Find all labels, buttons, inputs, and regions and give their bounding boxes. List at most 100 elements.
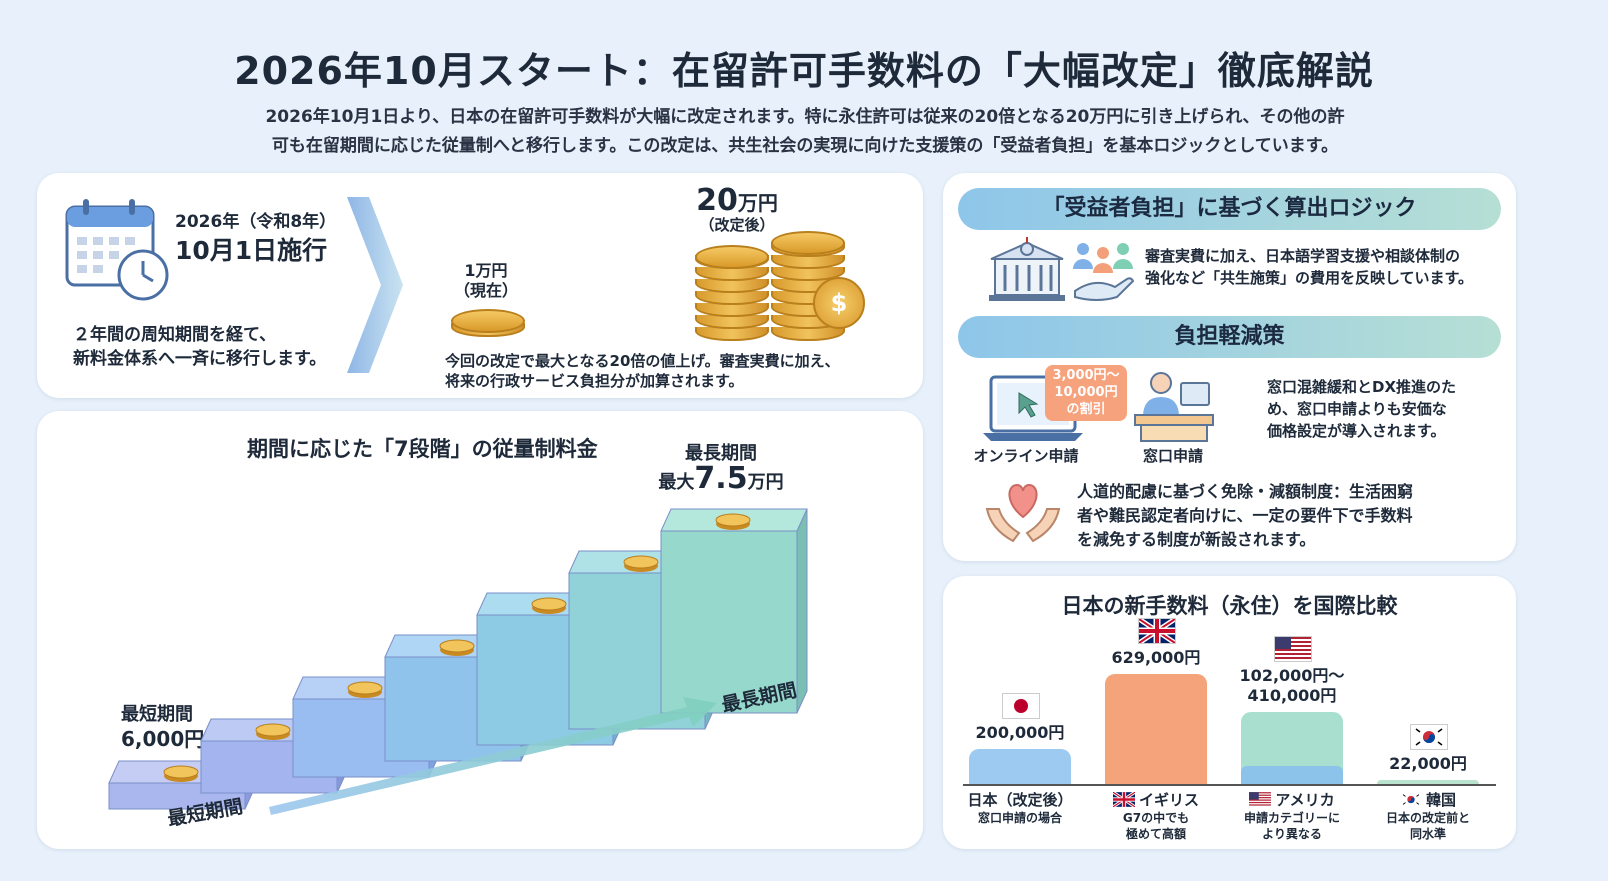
- comparison-value-line-1: 102,000円〜: [1239, 666, 1345, 686]
- schedule-card: 2026年（令和8年） 10月1日施行 ２年間の周知期間を経て、 新料金体系へ一…: [37, 173, 923, 398]
- comparison-value-kr: 22,000円: [1357, 754, 1499, 774]
- online-discount-text-line-1: 窓口混雑緩和とDX推進のた: [1267, 378, 1457, 396]
- new-fee-number: 20: [696, 183, 738, 218]
- comparison-value-uk: 629,000円: [1085, 648, 1227, 668]
- comparison-country-name: 日本（改定後）: [967, 791, 1073, 809]
- comparison-bar-uk: [1105, 674, 1207, 784]
- community-support-icon: [1073, 243, 1135, 301]
- logic-text-line-2: 強化など「共生施策」の費用を反映しています。: [1145, 269, 1474, 287]
- new-fee-label: （改定後）: [699, 216, 775, 234]
- tier-max-prefix: 最大: [658, 472, 695, 493]
- relief-heading: 負担軽減策: [958, 316, 1501, 358]
- uk-flag-icon: [1137, 616, 1177, 646]
- us-flag-icon: [1274, 636, 1312, 663]
- tier-min-label: 最短期間: [121, 704, 193, 725]
- tier-min-value: 6,000円: [121, 727, 205, 751]
- comparison-note-line-1: G7の中でも: [1122, 811, 1190, 825]
- fee-increase-note: 今回の改定で最大となる20倍の値上げ。審査実費に加え、 将来の行政サービス負担分…: [445, 351, 840, 391]
- tier-card: 期間に応じた「7段階」の従量制料金 最長期間 最大7.5万円 最短期間 6,00…: [37, 411, 923, 849]
- online-discount-text-line-2: め、窓口申請よりも安価な: [1267, 400, 1447, 418]
- government-building-icon: [989, 237, 1065, 301]
- tier-arrow: [269, 697, 717, 815]
- online-discount-line-3: の割引: [1066, 402, 1106, 417]
- current-fee: 1万円 （現在）: [441, 261, 531, 301]
- comparison-value-jp: 200,000円: [949, 723, 1091, 743]
- comparison-country-name: 韓国: [1359, 790, 1497, 810]
- comparison-country-name: アメリカ: [1223, 790, 1361, 810]
- new-fee-unit: 万円: [737, 191, 778, 215]
- humanitarian-text-line-2: 者や難民認定者向けに、一定の要件下で手数料: [1077, 506, 1413, 525]
- fee-increase-note-line-1: 今回の改定で最大となる20倍の値上げ。審査実費に加え、: [445, 352, 840, 370]
- online-discount-line-1: 3,000円〜: [1052, 368, 1120, 383]
- current-coin-icon: [451, 309, 525, 343]
- comparison-bar-low-us: [1241, 766, 1343, 784]
- coin-stacks-icon: $: [687, 231, 867, 343]
- comparison-country-name: イギリス: [1087, 790, 1225, 810]
- us-flag-small-icon: [1249, 792, 1272, 807]
- comparison-note-line-2: より異なる: [1262, 827, 1322, 841]
- current-fee-label: （現在）: [453, 281, 518, 300]
- comparison-note-line-1: 申請カテゴリーに: [1243, 811, 1340, 825]
- comparison-value-line-1: 200,000円: [975, 723, 1065, 743]
- humanitarian-text: 人道的配慮に基づく免除・減額制度：生活困窮 者や難民認定者向けに、一定の要件下で…: [1077, 480, 1413, 552]
- comparison-country-jp: 日本（改定後） 窓口申請の場合: [951, 790, 1089, 826]
- online-discount-text: 窓口混雑緩和とDX推進のた め、窓口申請よりも安価な 価格設定が導入されます。: [1267, 376, 1456, 442]
- tier-steps-chart: [108, 508, 808, 815]
- counter-application-label: 窓口申請: [1142, 447, 1203, 465]
- comparison-heading: 日本の新手数料（永住）を国際比較: [1061, 594, 1398, 618]
- tier-min: 最短期間 6,000円: [121, 703, 204, 751]
- page-title: 2026年10月スタート：在留許可手数料の「大幅改定」徹底解説: [234, 49, 1374, 93]
- online-discount-line-2: 10,000円: [1054, 385, 1118, 400]
- korea-flag-small-icon: [1399, 792, 1422, 807]
- comparison-card: 日本の新手数料（永住）を国際比較 200,000円日本（改定後） 窓口申請の場合 6…: [943, 576, 1516, 849]
- logic-text: 審査実費に加え、日本語学習支援や相談体制の 強化など「共生施策」の費用を反映して…: [1145, 245, 1473, 289]
- logic-text-line-1: 審査実費に加え、日本語学習支援や相談体制の: [1145, 247, 1461, 265]
- chevron-right-icon: [347, 197, 403, 373]
- schedule-description-line-1: ２年間の周知期間を経て、: [73, 325, 277, 345]
- comparison-note-line-2: 極めて高額: [1125, 827, 1186, 841]
- counter-clerk-icon: [1134, 372, 1214, 442]
- page-subtitle: 2026年10月1日より、日本の在留許可手数料が大幅に改定されます。特に永住許可…: [180, 103, 1430, 161]
- schedule-era: 2026年（令和8年）: [175, 212, 337, 232]
- comparison-note-line-1: 日本の改定前と: [1385, 811, 1470, 825]
- humanitarian-text-line-1: 人道的配慮に基づく免除・減額制度：生活困窮: [1077, 482, 1414, 501]
- logic-heading: 「受益者負担」に基づく算出ロジック: [958, 188, 1501, 230]
- schedule-description: ２年間の周知期間を経て、 新料金体系へ一斉に移行します。: [73, 323, 326, 371]
- fee-increase-note-line-2: 将来の行政サービス負担分が加算されます。: [445, 372, 744, 390]
- humanitarian-text-line-3: を減免する制度が新設されます。: [1077, 530, 1316, 549]
- current-fee-amount: 1万円: [464, 261, 508, 280]
- uk-flag-small-icon: [1112, 792, 1135, 807]
- comparison-bar-jp: [969, 749, 1071, 784]
- online-discount-badge: 3,000円〜 10,000円 の割引: [1045, 365, 1127, 421]
- tier-heading: 期間に応じた「7段階」の従量制料金: [247, 437, 598, 461]
- schedule-description-line-2: 新料金体系へ一斉に移行します。: [73, 349, 327, 369]
- comparison-country-kr: 韓国日本の改定前と同水準: [1359, 790, 1497, 842]
- comparison-baseline: [963, 784, 1496, 786]
- new-fee: 20万円 （改定後）: [677, 183, 797, 235]
- schedule-date: 10月1日施行: [175, 236, 328, 265]
- subtitle-line-1: 2026年10月1日より、日本の在留許可手数料が大幅に改定されます。特に永住許可…: [265, 107, 1345, 127]
- online-application-label: オンライン申請: [973, 447, 1079, 465]
- tier-max-unit: 万円: [747, 472, 784, 493]
- online-discount-text-line-3: 価格設定が導入されます。: [1267, 422, 1446, 440]
- japan-flag-icon: [1002, 693, 1040, 720]
- comparison-bar-kr: [1377, 780, 1479, 784]
- tier-max-number: 7.5: [694, 461, 748, 496]
- comparison-value-line-2: 410,000円: [1247, 686, 1337, 706]
- tier-step-7: [660, 508, 808, 714]
- relief-card: 「受益者負担」に基づく算出ロジック 審査実費に加え、日本語学習支援や相談体制の …: [943, 173, 1516, 561]
- subtitle-line-2: 可も在留期間に応じた従量制へと移行します。この改定は、共生社会の実現に向けた支援…: [271, 136, 1339, 156]
- comparison-note-line-2: 同水準: [1409, 827, 1446, 841]
- comparison-value-line-1: 22,000円: [1389, 754, 1467, 773]
- comparison-value-us: 102,000円〜410,000円: [1221, 666, 1363, 706]
- tier-max-value: 最大7.5万円: [651, 461, 791, 496]
- tier-max-label: 最長期間: [685, 443, 757, 464]
- comparison-note-line-1: 窓口申請の場合: [977, 811, 1062, 825]
- dollar-coin-icon: $: [813, 277, 865, 329]
- comparison-value-line-1: 629,000円: [1111, 648, 1201, 667]
- comparison-country-us: アメリカ申請カテゴリーにより異なる: [1223, 790, 1361, 842]
- korea-flag-icon: [1410, 724, 1448, 750]
- calendar-icon: [65, 199, 169, 301]
